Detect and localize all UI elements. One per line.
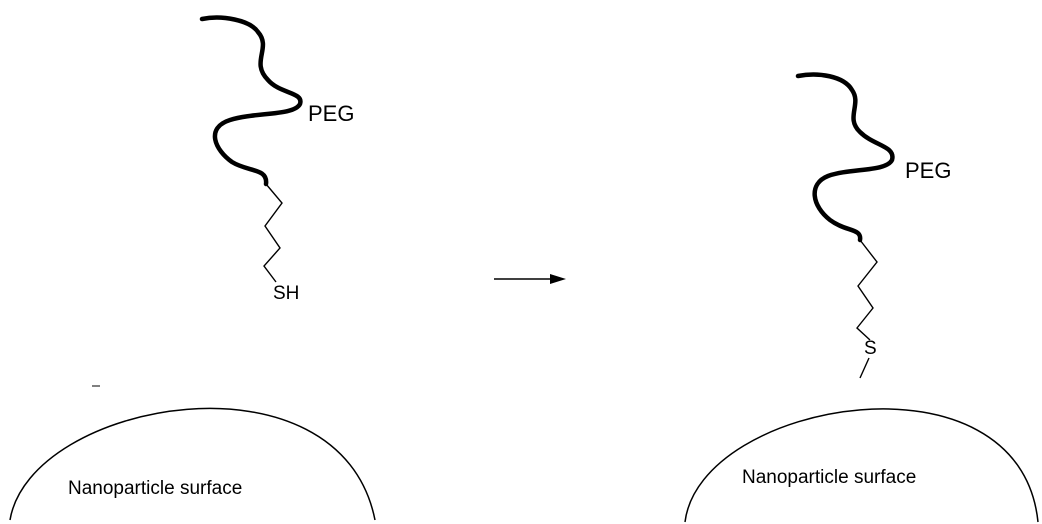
right-sulfur-surface-bond (859, 357, 870, 379)
left-peg-chain (199, 15, 303, 187)
left-peg-label: PEG (308, 101, 354, 126)
right-alkyl-linker (856, 239, 878, 341)
right-peg-chain (795, 72, 895, 243)
left-panel: PEG SH Nanoparticle surface (9, 15, 376, 521)
reaction-arrow (494, 274, 566, 284)
arrow-head (550, 274, 566, 284)
left-thiol-label: SH (273, 283, 299, 304)
right-sulfur-label: S (864, 338, 877, 359)
right-nanoparticle-surface (684, 408, 1039, 523)
right-surface-label: Nanoparticle surface (742, 467, 916, 488)
right-panel: PEG S Nanoparticle surface (684, 72, 1039, 523)
left-surface-label: Nanoparticle surface (68, 478, 242, 499)
right-peg-label: PEG (905, 158, 951, 183)
left-alkyl-linker (263, 183, 283, 283)
left-nanoparticle-surface (9, 407, 376, 521)
